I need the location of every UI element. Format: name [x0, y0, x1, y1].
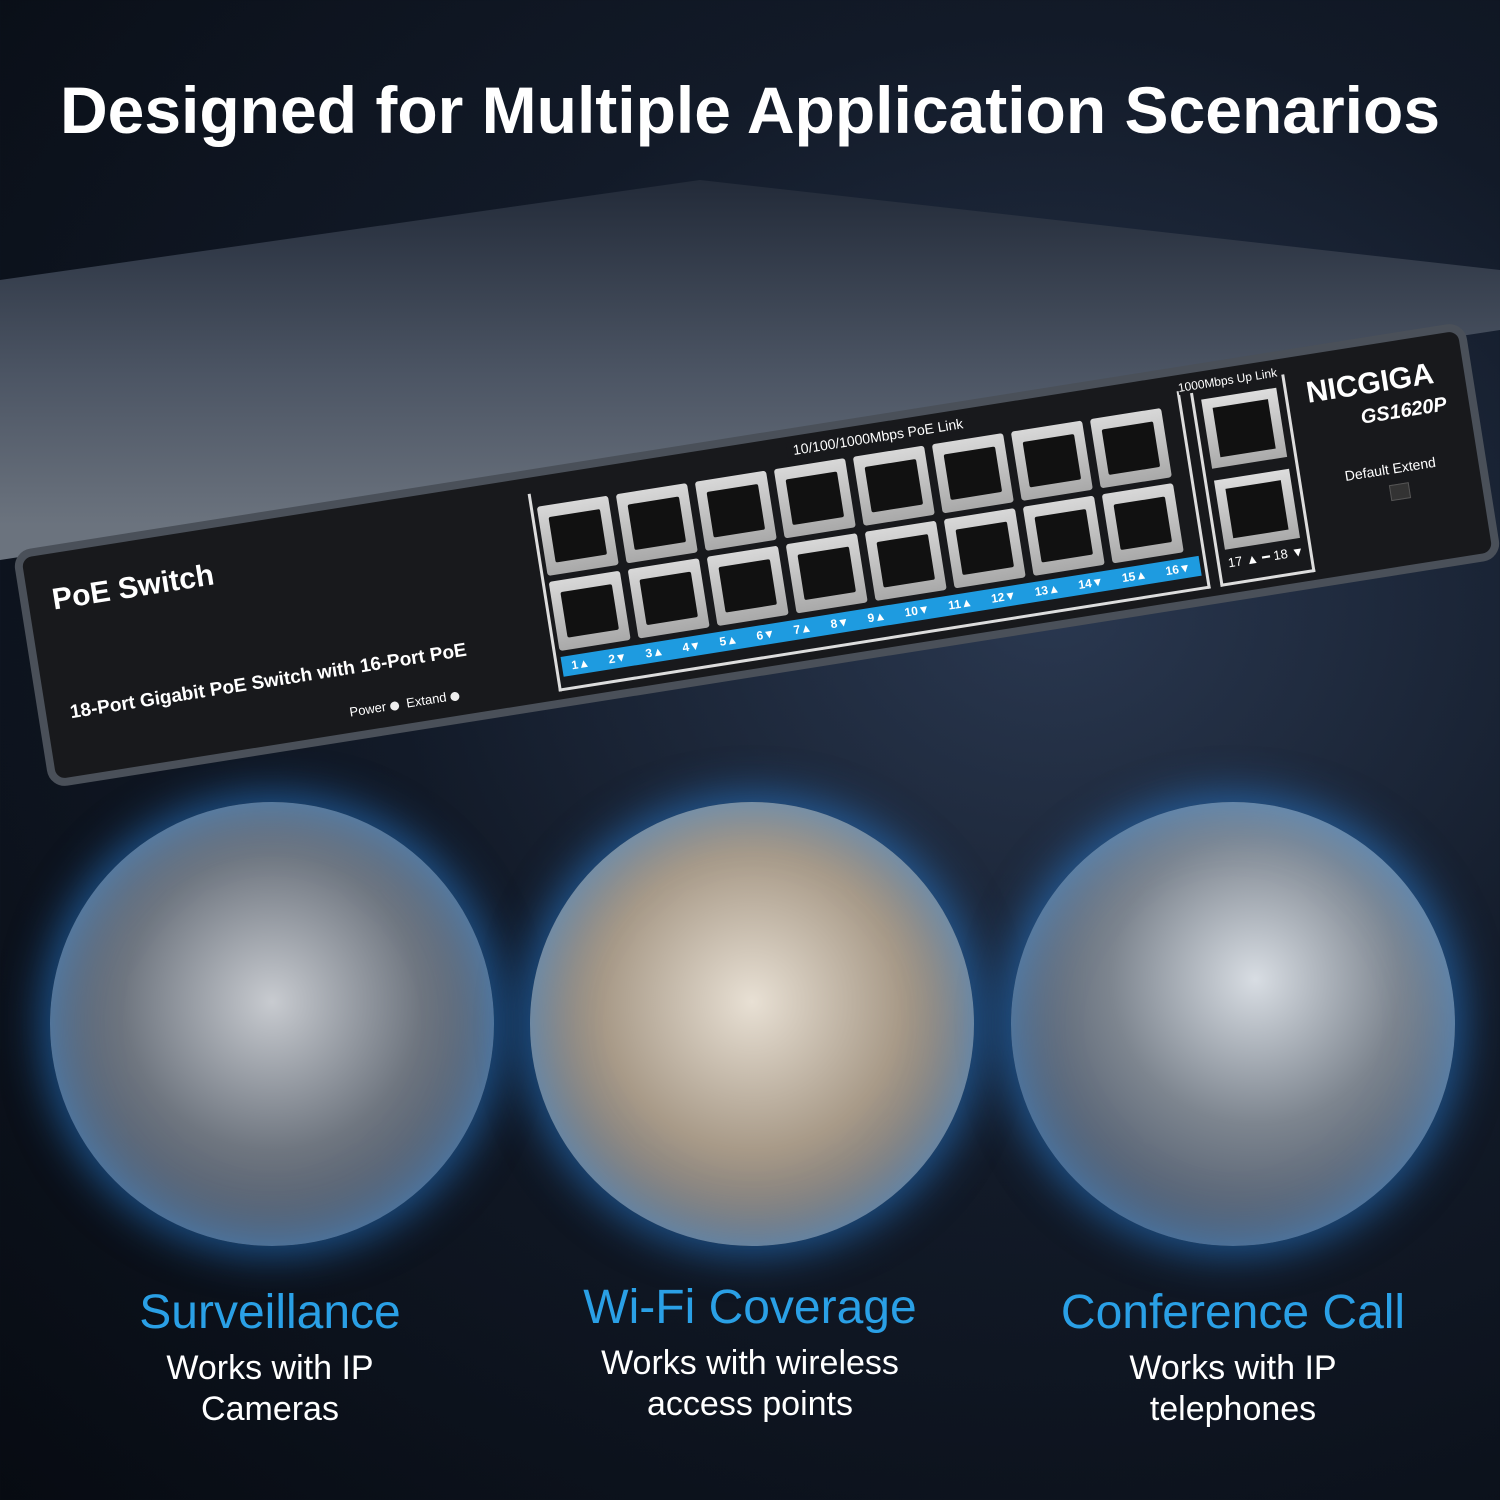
- ethernet-port: [1101, 483, 1184, 564]
- conference-call-photo: [1011, 802, 1455, 1246]
- port-number: 10▼: [903, 601, 931, 620]
- ethernet-port: [706, 545, 789, 627]
- port-number: 2▼: [607, 649, 628, 667]
- port-number: 13▲: [1033, 581, 1061, 599]
- led-indicators: Power Extand: [348, 687, 464, 720]
- port-number: 12▼: [990, 588, 1018, 606]
- port-number: 16▼: [1164, 560, 1192, 579]
- port-number: 14▼: [1077, 574, 1105, 593]
- scenario-surveillance: Surveillance Works with IP Cameras: [30, 1285, 510, 1430]
- uplink-port-18: [1213, 468, 1301, 550]
- mode-switch[interactable]: [1388, 482, 1412, 502]
- scenario-title: Wi-Fi Coverage: [583, 1281, 917, 1334]
- wifi-coverage-photo: [530, 802, 974, 1246]
- headline: Designed for Multiple Application Scenar…: [59, 73, 1441, 147]
- port-number: 11▲: [947, 594, 974, 613]
- port-number: 7▲: [792, 620, 814, 638]
- port-number: 6▼: [755, 626, 776, 643]
- scenario-line: telephones: [1149, 1390, 1317, 1428]
- scenario-line: Cameras: [201, 1390, 339, 1428]
- port-number: 5▲: [718, 632, 739, 649]
- scenario-line: Works with IP: [1129, 1349, 1337, 1387]
- ethernet-port: [1089, 407, 1172, 489]
- led-power-label: Power: [348, 698, 388, 720]
- port-number: 1▲: [570, 655, 591, 673]
- scenario-line: access points: [647, 1385, 853, 1423]
- port-number: 4▼: [681, 637, 702, 655]
- led-extend-label: Extand: [405, 689, 448, 711]
- scenario-wifi: Wi-Fi Coverage Works with wireless acces…: [510, 1280, 990, 1425]
- scenario-line: Works with wireless: [601, 1344, 899, 1382]
- ethernet-port: [615, 483, 698, 564]
- scenario-title: Conference Call: [1060, 1286, 1406, 1339]
- scenario-line: Works with IP: [166, 1349, 374, 1387]
- power-led-icon: [389, 700, 400, 712]
- ethernet-port: [864, 520, 947, 602]
- scenario-conference: Conference Call Works with IP telephones: [993, 1285, 1473, 1430]
- ethernet-port: [1022, 495, 1105, 576]
- uplink-block: 1000Mbps Up Link 17 ▲ ━ 18 ▼: [1176, 365, 1316, 587]
- surveillance-photo: [50, 802, 494, 1246]
- port-number: 3▲: [644, 643, 665, 661]
- port-number: 9▲: [866, 608, 888, 626]
- port-number: 8▼: [829, 614, 851, 632]
- ethernet-port: [852, 445, 935, 526]
- uplink-numbers: 17 ▲ ━ 18 ▼: [1226, 543, 1306, 571]
- ethernet-port: [785, 533, 868, 614]
- ethernet-port: [627, 558, 710, 639]
- ethernet-port: [943, 508, 1026, 589]
- ethernet-port: [773, 458, 856, 539]
- switch-label: PoE Switch: [49, 558, 217, 617]
- model-description: 18-Port Gigabit PoE Switch with 16-Port …: [68, 639, 469, 724]
- ethernet-port: [1010, 420, 1093, 501]
- ethernet-port: [931, 433, 1014, 514]
- port-number: 15▲: [1120, 567, 1149, 586]
- uplink-port-17: [1201, 387, 1288, 469]
- ethernet-port: [548, 570, 631, 652]
- extend-led-icon: [449, 691, 461, 702]
- scenario-title: Surveillance: [139, 1286, 401, 1339]
- mode-switch-label: Default Extend: [1343, 453, 1437, 484]
- ethernet-port: [536, 495, 619, 576]
- ethernet-port: [694, 470, 777, 551]
